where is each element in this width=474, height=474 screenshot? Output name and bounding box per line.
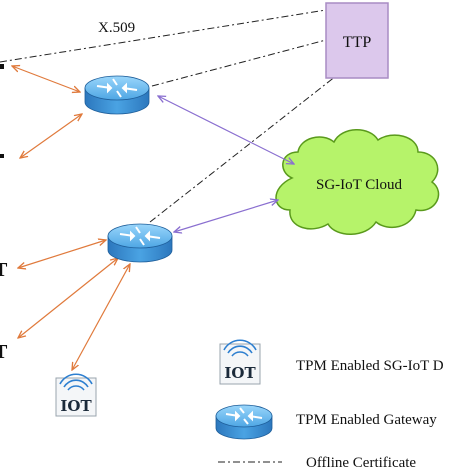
- x509-label: X.509: [98, 20, 135, 36]
- gateway-router-1: [84, 75, 150, 115]
- offline-line-gateway2: [149, 75, 337, 223]
- link-dev2-gw1: [20, 114, 82, 158]
- link-dev3-gw2: [18, 240, 106, 268]
- left-edge-device-1: [0, 64, 4, 69]
- legend: IOT TPM Enabled SG-IoT D TPM Enabled Gat…: [215, 339, 444, 471]
- link-gw1-cloud: [158, 96, 294, 164]
- left-edge-devices: T T: [0, 64, 8, 363]
- ttp-label: TTP: [343, 34, 372, 51]
- legend-iot-label: TPM Enabled SG-IoT D: [296, 358, 444, 374]
- ttp-node: TTP: [325, 2, 389, 79]
- link-dev4-gw2: [18, 258, 118, 338]
- offline-line-left: [0, 9, 327, 63]
- device-links: [12, 66, 130, 370]
- svg-text:IOT: IOT: [224, 364, 256, 382]
- left-edge-device-4: [0, 154, 4, 158]
- ttp-box: [325, 2, 389, 79]
- iot-icon-text: IOT: [60, 397, 92, 415]
- cloud-label: SG-IoT Cloud: [316, 177, 402, 193]
- legend-gateway-label: TPM Enabled Gateway: [296, 412, 437, 428]
- legend-iot-icon: IOT: [219, 339, 261, 385]
- link-dev5-gw2: [72, 264, 130, 370]
- offline-certificate-lines: [0, 9, 337, 223]
- iot-device-icon: IOT: [55, 373, 97, 417]
- left-edge-device-2: T: [0, 259, 8, 281]
- left-edge-device-3: T: [0, 341, 8, 363]
- sg-iot-cloud: SG-IoT Cloud: [275, 129, 440, 235]
- gateway-router-2: [107, 223, 173, 263]
- link-gw2-cloud: [174, 200, 278, 232]
- link-dev1-gw1: [12, 66, 80, 92]
- cloud-shape: [275, 129, 440, 235]
- legend-offline-label: Offline Certificate: [306, 455, 416, 471]
- offline-line-gateway1: [151, 39, 327, 87]
- legend-gateway-icon: [215, 404, 273, 440]
- cloud-links: [158, 96, 294, 232]
